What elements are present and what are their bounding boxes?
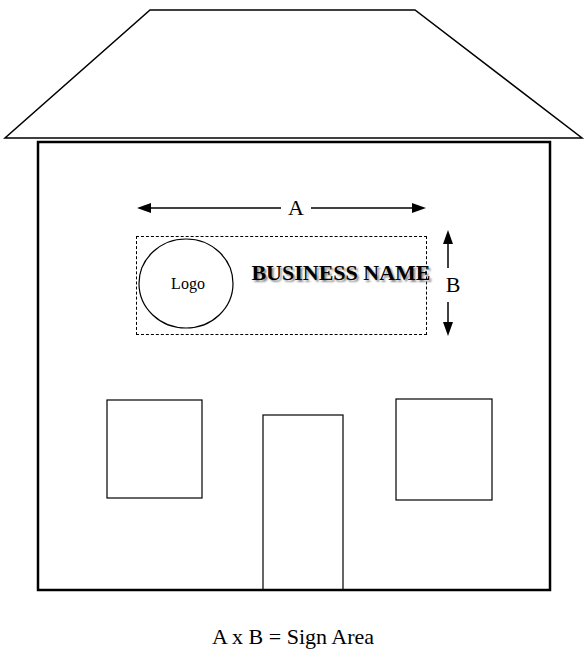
roof <box>5 10 582 138</box>
caption: A x B = Sign Area <box>212 624 374 650</box>
dimension-line <box>148 207 281 209</box>
sign-area-box: BUSINESS NAMELogo <box>136 236 427 335</box>
dimension-line <box>447 302 449 324</box>
arrowhead <box>443 230 453 244</box>
window <box>107 400 202 498</box>
dimension-label: B <box>446 272 461 298</box>
dimension-label: A <box>288 195 304 221</box>
logo-ellipse: Logo <box>138 238 234 329</box>
business-name: BUSINESS NAME <box>249 251 433 294</box>
arrowhead <box>412 203 426 213</box>
window <box>396 399 492 500</box>
dimension-line <box>447 242 449 268</box>
logo-outline <box>139 239 233 328</box>
door <box>263 415 343 590</box>
house-wall <box>38 142 550 590</box>
arrowhead <box>443 322 453 336</box>
dimension-line <box>311 207 415 209</box>
arrowhead <box>137 203 151 213</box>
logo-text: Logo <box>142 238 234 329</box>
